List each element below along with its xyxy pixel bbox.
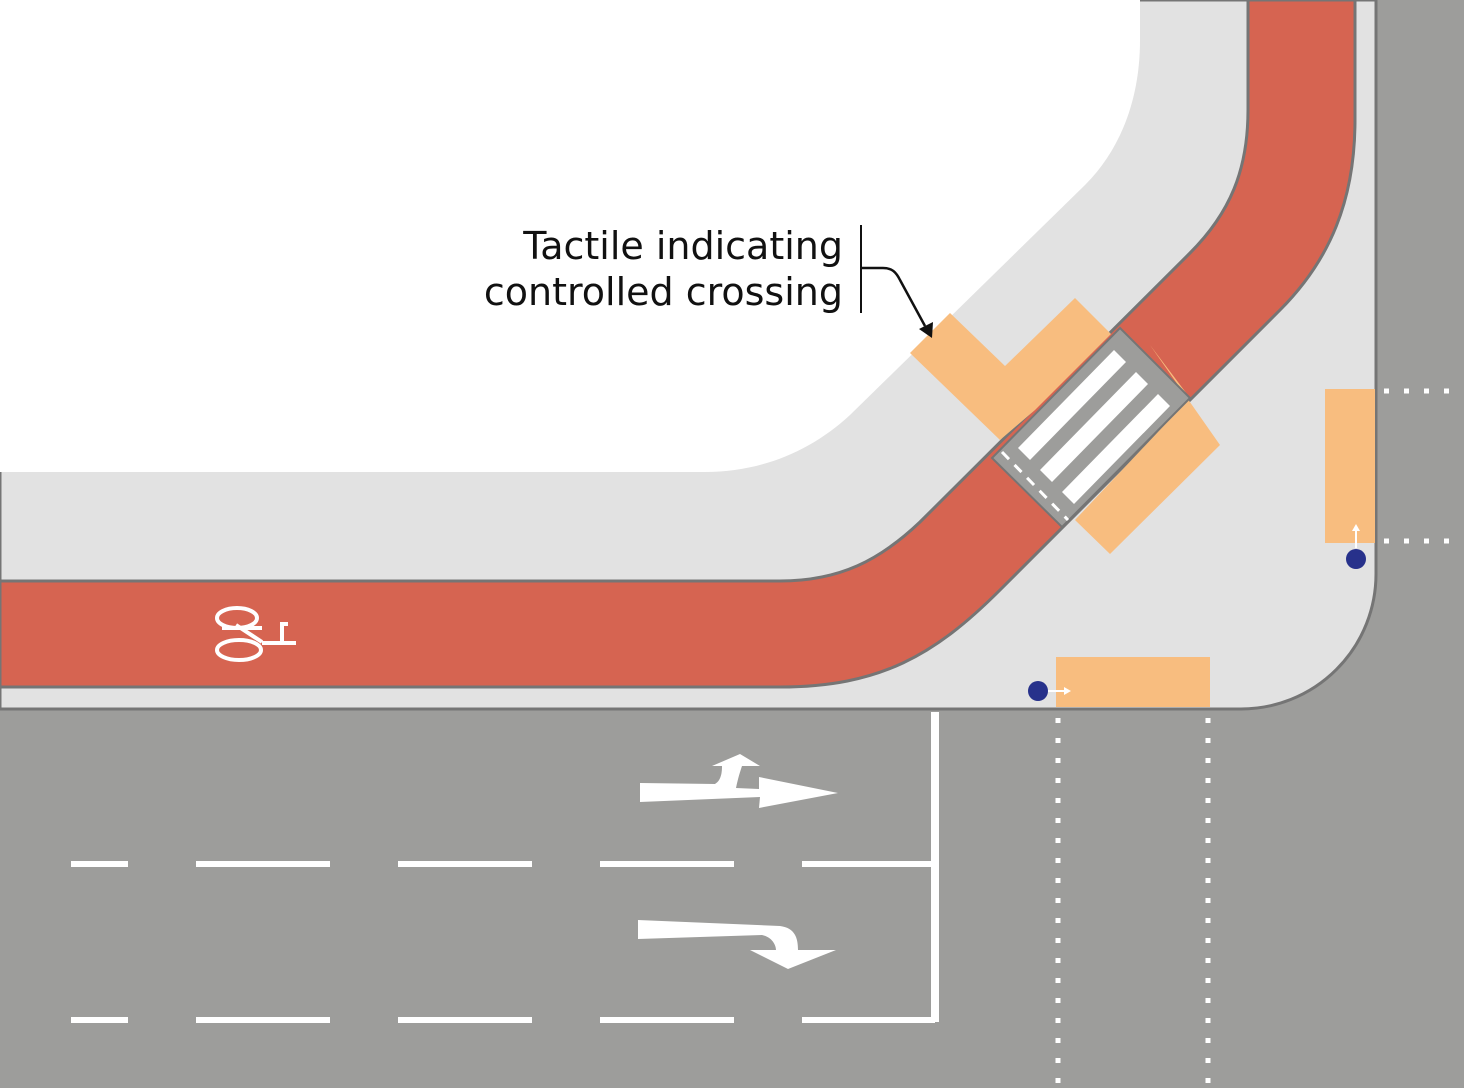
push-button-south [1028, 681, 1071, 701]
tactile-paving-east [1325, 389, 1375, 543]
annotation-line-2: controlled crossing [484, 270, 843, 314]
crossing-dashed-line [1000, 450, 1070, 522]
annotation-line-1: Tactile indicating [522, 224, 843, 268]
east-crossing-studs [1384, 388, 1464, 544]
lane-markings [71, 861, 935, 1023]
tactile-paving-south [1056, 657, 1210, 707]
ahead-and-left-arrow [640, 754, 838, 808]
cycle-track [0, 0, 1357, 689]
zebra-stripes [1018, 350, 1170, 504]
south-crossing-studs [1055, 718, 1211, 1088]
right-turn-arrow [638, 920, 836, 969]
annotation-leader-arrow [861, 266, 927, 327]
bicycle-icon [215, 606, 296, 662]
tactile-paving-crossing-se [1075, 345, 1220, 554]
building-plot [0, 0, 1140, 472]
push-button-east [1346, 524, 1366, 569]
tactile-paving-crossing-nw [910, 298, 1111, 440]
arrowhead-icon [919, 322, 933, 338]
